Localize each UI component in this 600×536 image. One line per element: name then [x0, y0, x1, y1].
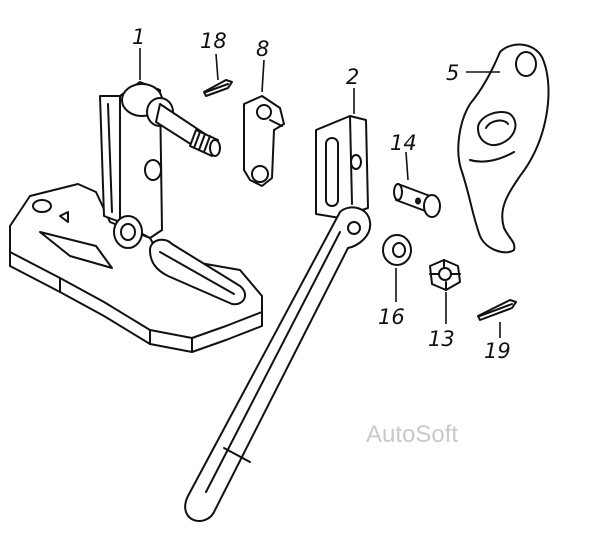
callout-5: 5 — [446, 61, 459, 85]
part-8-link-plate — [243, 95, 285, 187]
callout-1: 1 — [132, 25, 145, 49]
part-5-hook — [457, 43, 550, 254]
callout-19: 19 — [484, 339, 511, 363]
part-18-cotter-pin — [203, 79, 233, 97]
callout-13: 13 — [428, 327, 455, 351]
part-1-base-bracket — [9, 81, 263, 353]
callout-2: 2 — [346, 65, 359, 89]
callout-18: 18 — [200, 29, 227, 53]
part-16-washer — [382, 234, 412, 266]
part-14-pin — [393, 183, 441, 218]
callout-labels: 1 18 8 2 5 14 16 13 19 — [132, 25, 511, 363]
callout-8: 8 — [256, 37, 269, 61]
part-2-lever — [184, 115, 372, 522]
part-19-cotter-pin — [477, 299, 517, 321]
leader-lines — [139, 48, 501, 338]
part-13-castle-nut — [429, 259, 461, 291]
callout-14: 14 — [390, 131, 417, 155]
watermark-text: AutoSoft — [366, 421, 458, 448]
callout-16: 16 — [378, 305, 405, 329]
